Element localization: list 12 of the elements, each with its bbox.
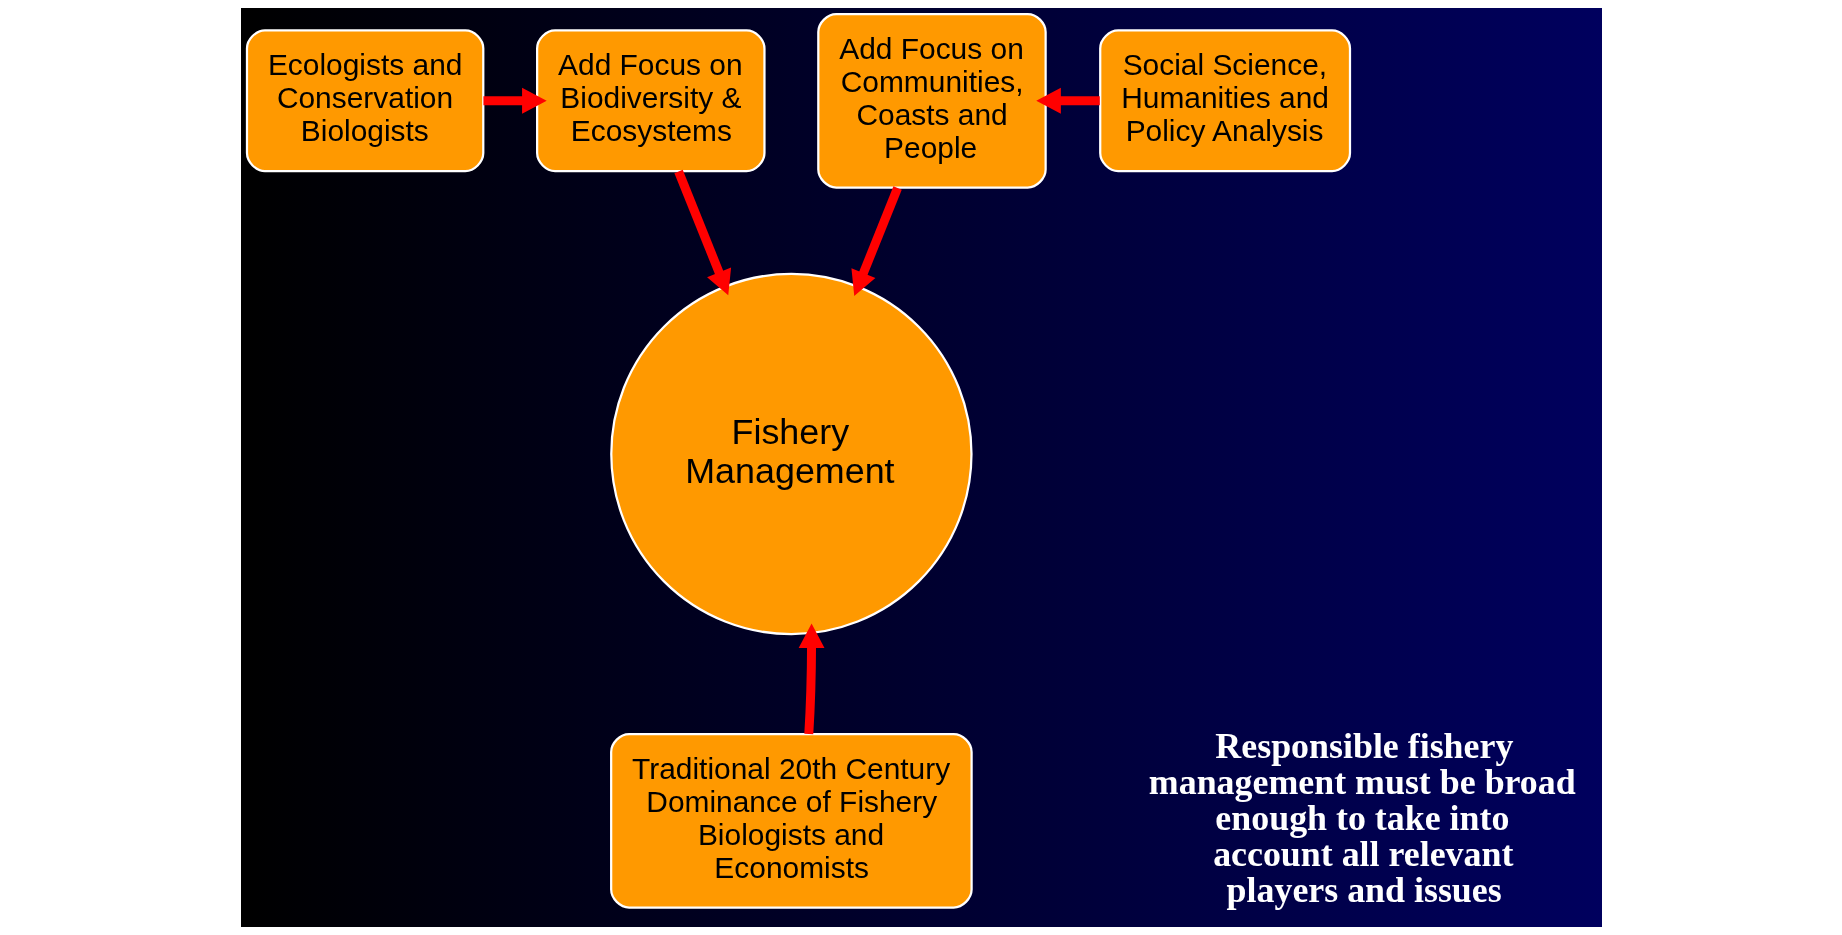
node-box: Social Science, Humanities and Policy Analysis (1098, 29, 1351, 173)
node-box: Add Focus on Biodiversity & Ecosystems (535, 29, 766, 173)
label: Responsible fishery management must be broad enough to take into account all relevant players and issues (1148, 726, 1576, 910)
node-box: Add Focus on Communities, Coasts and People (816, 12, 1047, 189)
node-box: Traditional 20th Century Dominance of Fishery Biologists and Economists (609, 732, 973, 909)
arrow (1035, 87, 1100, 114)
arrow (673, 169, 731, 296)
node-box: Ecologists and Conservation Biologists (245, 29, 484, 173)
node-circle: Fishery Management (609, 272, 973, 636)
arrow (850, 186, 902, 296)
arrow (482, 87, 547, 114)
arrow (798, 623, 824, 735)
